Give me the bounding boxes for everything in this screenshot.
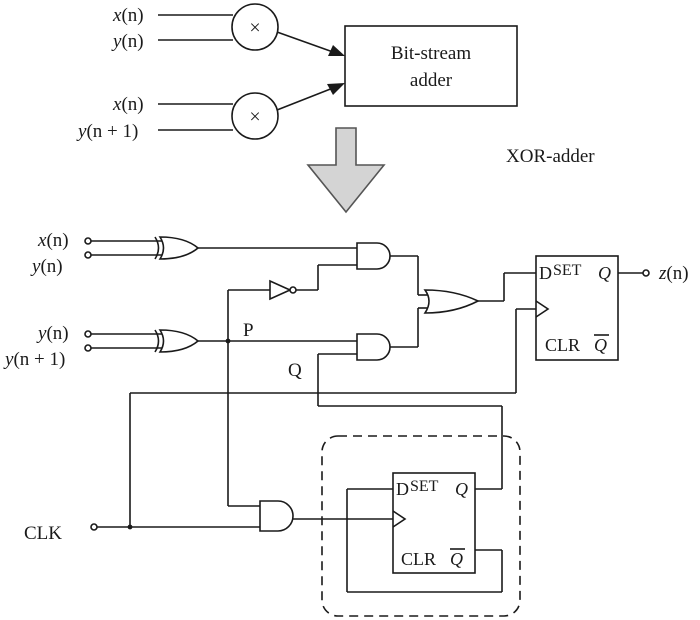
arrow-line-1 — [276, 31, 334, 53]
terminal-y — [84, 251, 92, 259]
label-q: Q — [288, 360, 302, 381]
and-gate-2 — [356, 333, 391, 361]
flipflop-aux — [392, 472, 476, 574]
label-p: P — [243, 320, 254, 341]
multiplier-1 — [231, 3, 279, 51]
ff1-q: Q — [598, 263, 611, 283]
transform-arrow-icon — [306, 127, 386, 214]
terminal-y2 — [84, 330, 92, 338]
ff1-qbar: Q — [594, 335, 607, 355]
terminal-y3 — [84, 344, 92, 352]
ff1-d: D — [539, 263, 552, 283]
ff1-clock-icon — [535, 300, 550, 318]
top-block: x(n) y(n) x(n) y(n + 1) × × Bit-stream a… — [76, 3, 518, 142]
xor-adder-caption: XOR-adder — [506, 146, 595, 167]
ff2-d: D — [396, 479, 409, 499]
xor1-back-curve — [154, 236, 160, 260]
flipflop-main — [535, 255, 619, 361]
top-x2-label: x(n) — [112, 94, 144, 115]
dashed-enclosure — [321, 435, 521, 617]
multiply-symbol-1: × — [249, 17, 260, 39]
adder-label-line2: adder — [410, 70, 453, 91]
terminal-x — [84, 237, 92, 245]
inverter-bubble — [289, 286, 297, 294]
xor-gate-1 — [158, 236, 200, 260]
adder-label-line1: Bit-stream — [391, 43, 471, 64]
ff1-set: SET — [553, 262, 582, 279]
ff2-clr: CLR — [401, 549, 436, 569]
xor-gate-2 — [158, 329, 200, 353]
ff1-clr: CLR — [545, 335, 580, 355]
output-z-label: z(n) — [658, 263, 689, 284]
or-gate — [423, 289, 480, 314]
arrowhead-2 — [327, 83, 345, 95]
circuit-y2-label: y(n) — [36, 323, 69, 344]
arrow-line-2 — [276, 87, 334, 111]
multiplier-2 — [231, 92, 279, 140]
terminal-clk — [90, 523, 98, 531]
top-x1-label: x(n) — [112, 5, 144, 26]
xor-adder-circuit: x(n) y(n) y(n) y(n + 1) CLK P — [3, 230, 689, 617]
multiply-symbol-2: × — [249, 106, 260, 128]
top-y1-label: y(n) — [111, 31, 144, 52]
arrowhead-1 — [328, 45, 345, 56]
circuit-x-label: x(n) — [37, 230, 69, 251]
and-gate-1 — [356, 242, 391, 270]
ff2-q: Q — [455, 479, 468, 499]
circuit-y3-label: y(n + 1) — [3, 349, 65, 370]
bit-stream-adder-box — [344, 25, 518, 107]
clk-label: CLK — [24, 523, 62, 544]
inverter-gate — [269, 279, 292, 301]
top-y2-label: y(n + 1) — [76, 121, 138, 142]
ff2-clock-icon — [392, 510, 407, 528]
xor2-back-curve — [154, 329, 160, 353]
ff2-set: SET — [410, 478, 439, 495]
junction-p — [225, 338, 231, 344]
circuit-y-label: y(n) — [30, 256, 63, 277]
terminal-z — [642, 269, 650, 277]
ff2-qbar: Q — [450, 549, 463, 569]
and-gate-3 — [259, 500, 294, 532]
